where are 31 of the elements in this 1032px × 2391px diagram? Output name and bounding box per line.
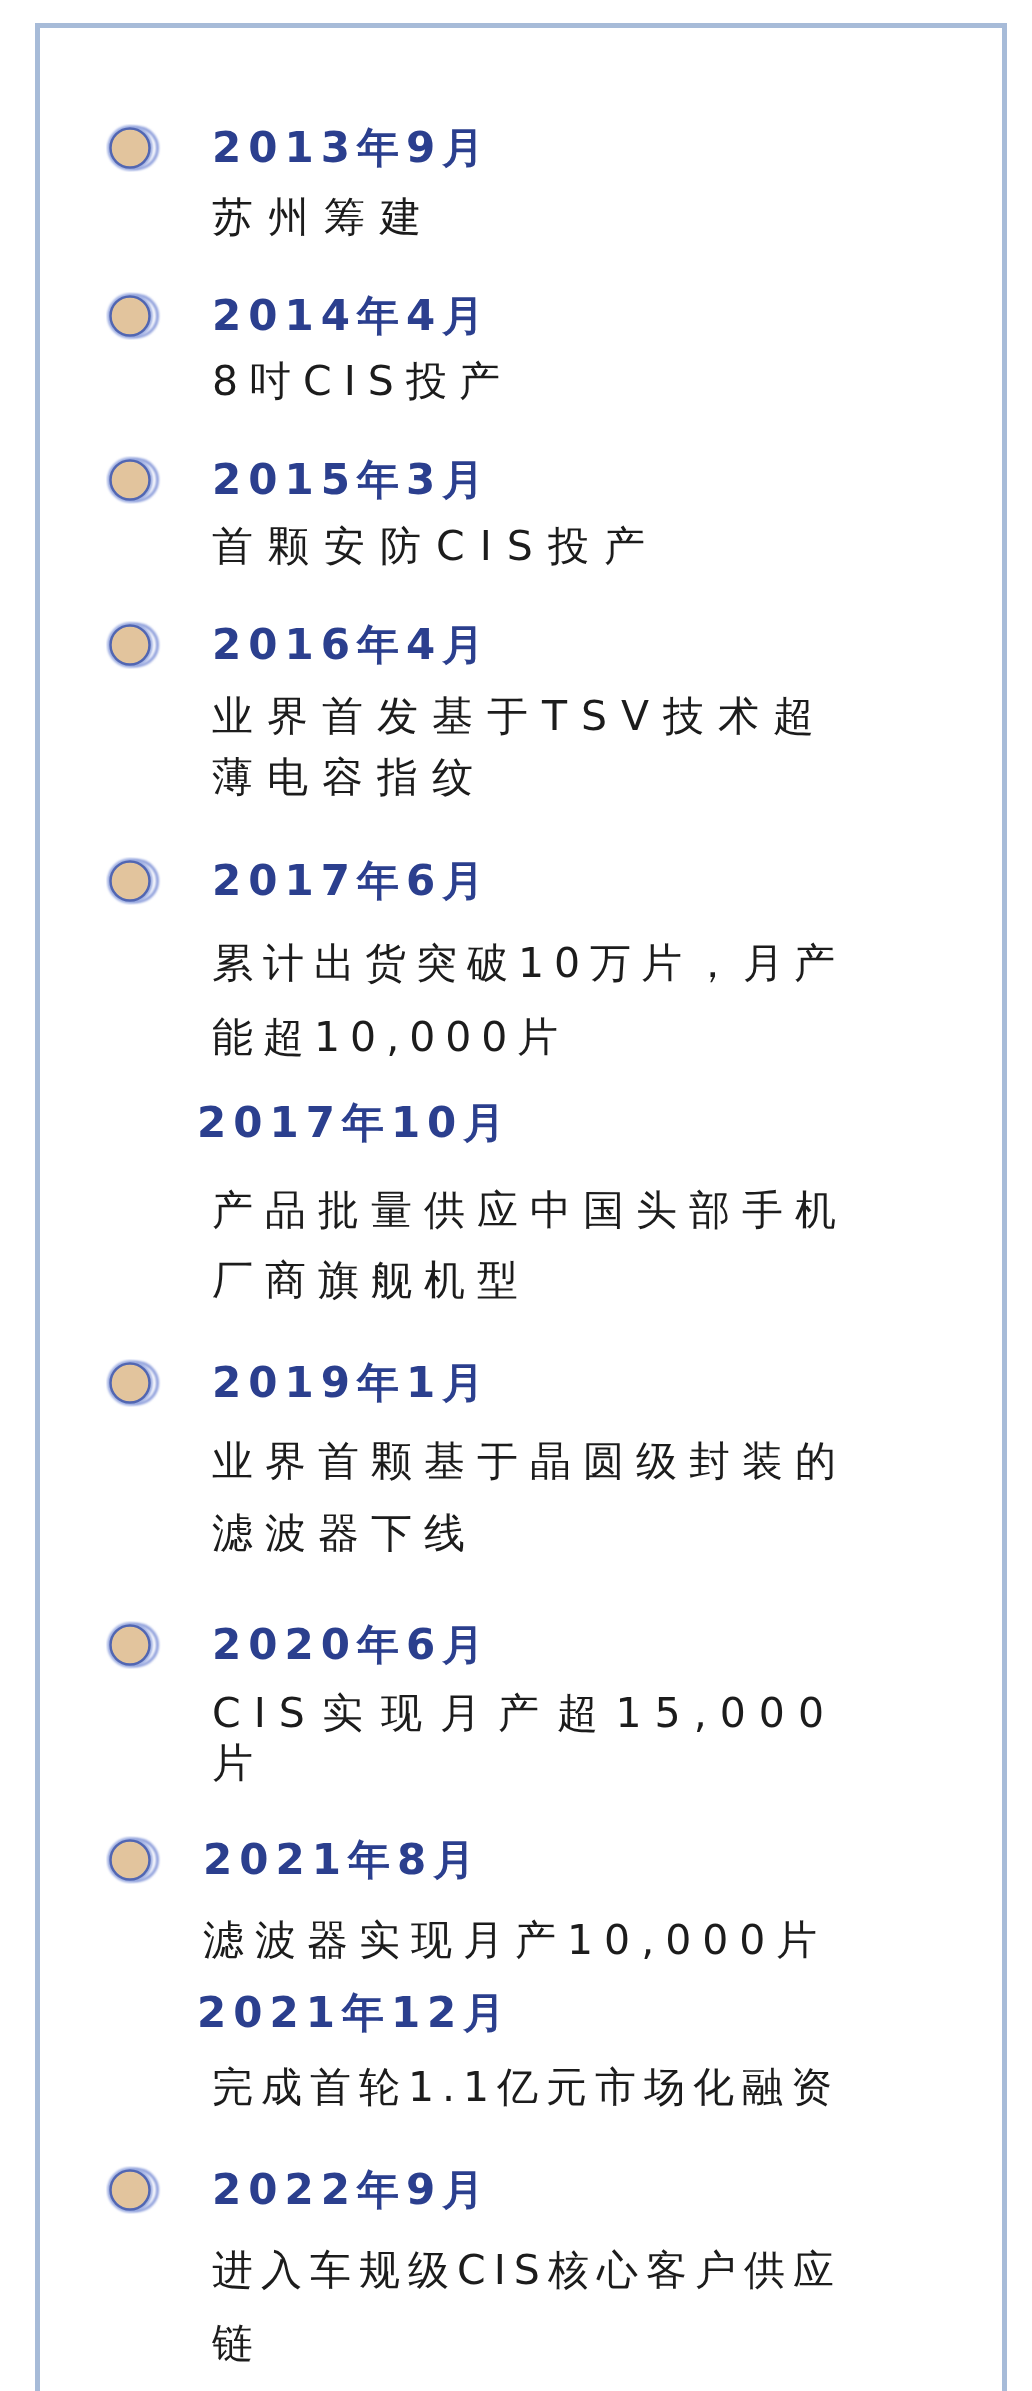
milestone-date: 2013年9月	[212, 124, 492, 172]
milestone-description: 首颗安防CIS投产	[212, 521, 660, 572]
milestone-date: 2017年6月	[212, 857, 492, 905]
milestone-dot-icon	[106, 1621, 162, 1669]
milestone-date: 2016年4月	[212, 621, 492, 669]
milestone-description: 业界首发基于TSV技术超薄电容指纹	[212, 691, 830, 803]
milestone-dot-icon	[106, 857, 162, 905]
milestone-date: 2021年8月	[203, 1836, 483, 1884]
milestone-date: 2015年3月	[212, 456, 492, 504]
milestone-date: 2019年1月	[212, 1359, 492, 1407]
milestone-date: 2014年4月	[212, 292, 492, 340]
milestone-description: 累计出货突破10万片，月产能超10,000片	[212, 938, 847, 1063]
milestone-description: 8吋CIS投产	[212, 356, 512, 407]
milestone-description: 进入车规级CIS核心客户供应链	[212, 2245, 843, 2369]
milestone-description: 完成首轮1.1亿元市场化融资	[212, 2062, 841, 2113]
milestone-date: 2021年12月	[197, 1989, 513, 2037]
milestone-dot-icon	[106, 124, 162, 172]
milestone-date: 2017年10月	[197, 1099, 513, 1147]
milestone-date: 2020年6月	[212, 1621, 492, 1669]
milestone-dot-icon	[106, 456, 162, 504]
milestone-description: 滤波器实现月产10,000片	[203, 1915, 829, 1966]
milestone-dot-icon	[106, 621, 162, 669]
milestone-dot-icon	[106, 2166, 162, 2214]
milestone-dot-icon	[106, 292, 162, 340]
milestone-description: 业界首颗基于晶圆级封装的滤波器下线	[212, 1436, 849, 1559]
milestone-description: 苏州筹建	[212, 192, 436, 243]
milestone-description: CIS实现月产超15,000片	[212, 1688, 837, 1788]
milestone-dot-icon	[106, 1836, 162, 1884]
milestone-dot-icon	[106, 1359, 162, 1407]
milestone-description: 产品批量供应中国头部手机厂商旗舰机型	[212, 1185, 849, 1306]
milestone-date: 2022年9月	[212, 2166, 492, 2214]
